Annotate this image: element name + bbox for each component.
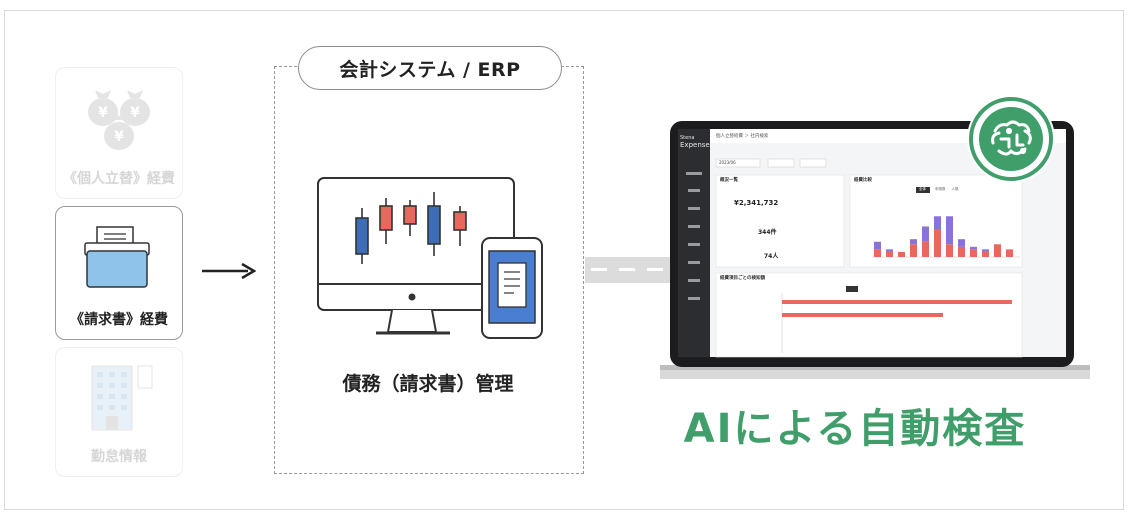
chart-bar-series1 bbox=[934, 229, 941, 257]
section-bottom-title: 経費項目ごとの検知額 bbox=[720, 276, 765, 281]
tab-list: 全体 申請数 人数 bbox=[916, 187, 959, 192]
ai-brain-icon bbox=[967, 95, 1055, 183]
laptop-mockup: Stena Expense 個人立替経費 ＞ 社内検索 2023/06 概況一覧… bbox=[630, 117, 1120, 391]
total-amount: ¥2,341,732 bbox=[734, 199, 779, 207]
erp-title: 会計システム / ERP bbox=[298, 46, 562, 90]
chart-bar-series1 bbox=[982, 251, 989, 257]
chart-bar-series2 bbox=[910, 239, 917, 245]
chart-bar-series2 bbox=[982, 249, 989, 252]
app-brand-line1: Stena bbox=[680, 135, 695, 141]
chart-bar-series2 bbox=[874, 241, 881, 250]
chart-bar-series1 bbox=[970, 249, 977, 257]
chart-bar-series2 bbox=[970, 246, 977, 250]
chart-bar-series1 bbox=[886, 251, 893, 257]
chart-bar-series1 bbox=[946, 244, 953, 257]
chart-bar-series1 bbox=[958, 246, 965, 257]
section-overview-title: 概況一覧 bbox=[720, 178, 738, 183]
date-filter[interactable]: 2023/06 bbox=[719, 160, 736, 165]
section-compare-title: 経費比較 bbox=[854, 178, 872, 183]
card-invoice-expense: 《請求書》経費 bbox=[55, 206, 183, 340]
building-icon bbox=[91, 365, 153, 431]
erp-caption: 債務（請求書）管理 bbox=[342, 373, 514, 395]
breadcrumb: 個人立替経費 ＞ 社内検索 bbox=[716, 134, 769, 139]
chart-bar-series1 bbox=[922, 241, 929, 257]
headline-ai-inspection: AIによる自動検査 bbox=[683, 406, 1027, 452]
chart-bar-series1 bbox=[1006, 249, 1013, 257]
people-value: 74人 bbox=[764, 253, 779, 260]
card-label: 勤怠情報 bbox=[91, 449, 147, 465]
card-personal-expense: ¥ ¥ ¥ 《個人立替》経費 bbox=[55, 67, 183, 199]
chart-bar-series1 bbox=[874, 249, 881, 257]
svg-text:¥: ¥ bbox=[114, 129, 124, 145]
chart-bar-series1 bbox=[898, 251, 905, 257]
hbar-item bbox=[782, 313, 943, 317]
card-label: 《請求書》経費 bbox=[70, 312, 168, 328]
chart-bar-series1 bbox=[994, 244, 1001, 257]
svg-text:¥: ¥ bbox=[98, 105, 108, 121]
count-value: 344件 bbox=[758, 229, 777, 236]
app-brand-line2: Expense bbox=[680, 141, 710, 149]
document-tray-icon bbox=[84, 226, 150, 288]
money-bags-icon: ¥ ¥ ¥ bbox=[88, 90, 150, 150]
chart-bar-series2 bbox=[922, 226, 929, 242]
erp-illustration bbox=[317, 177, 543, 339]
chart-bar-series2 bbox=[958, 239, 965, 247]
chart-bar-series1 bbox=[910, 244, 917, 257]
app-brand: Stena Expense bbox=[680, 135, 710, 149]
tab-people[interactable]: 人数 bbox=[951, 187, 959, 191]
chart-bar-series2 bbox=[934, 216, 941, 229]
hbar-item bbox=[782, 300, 1012, 304]
tab-all[interactable]: 全体 bbox=[916, 187, 929, 192]
card-attendance: 勤怠情報 bbox=[55, 347, 183, 477]
chart-bar-series2 bbox=[946, 216, 953, 245]
chart-bar-series2 bbox=[886, 249, 893, 252]
arrow-right-icon bbox=[202, 262, 256, 280]
tab-applications[interactable]: 申請数 bbox=[935, 187, 946, 191]
svg-text:¥: ¥ bbox=[130, 105, 140, 121]
card-label: 《個人立替》経費 bbox=[63, 171, 175, 187]
road-connector bbox=[585, 257, 680, 283]
